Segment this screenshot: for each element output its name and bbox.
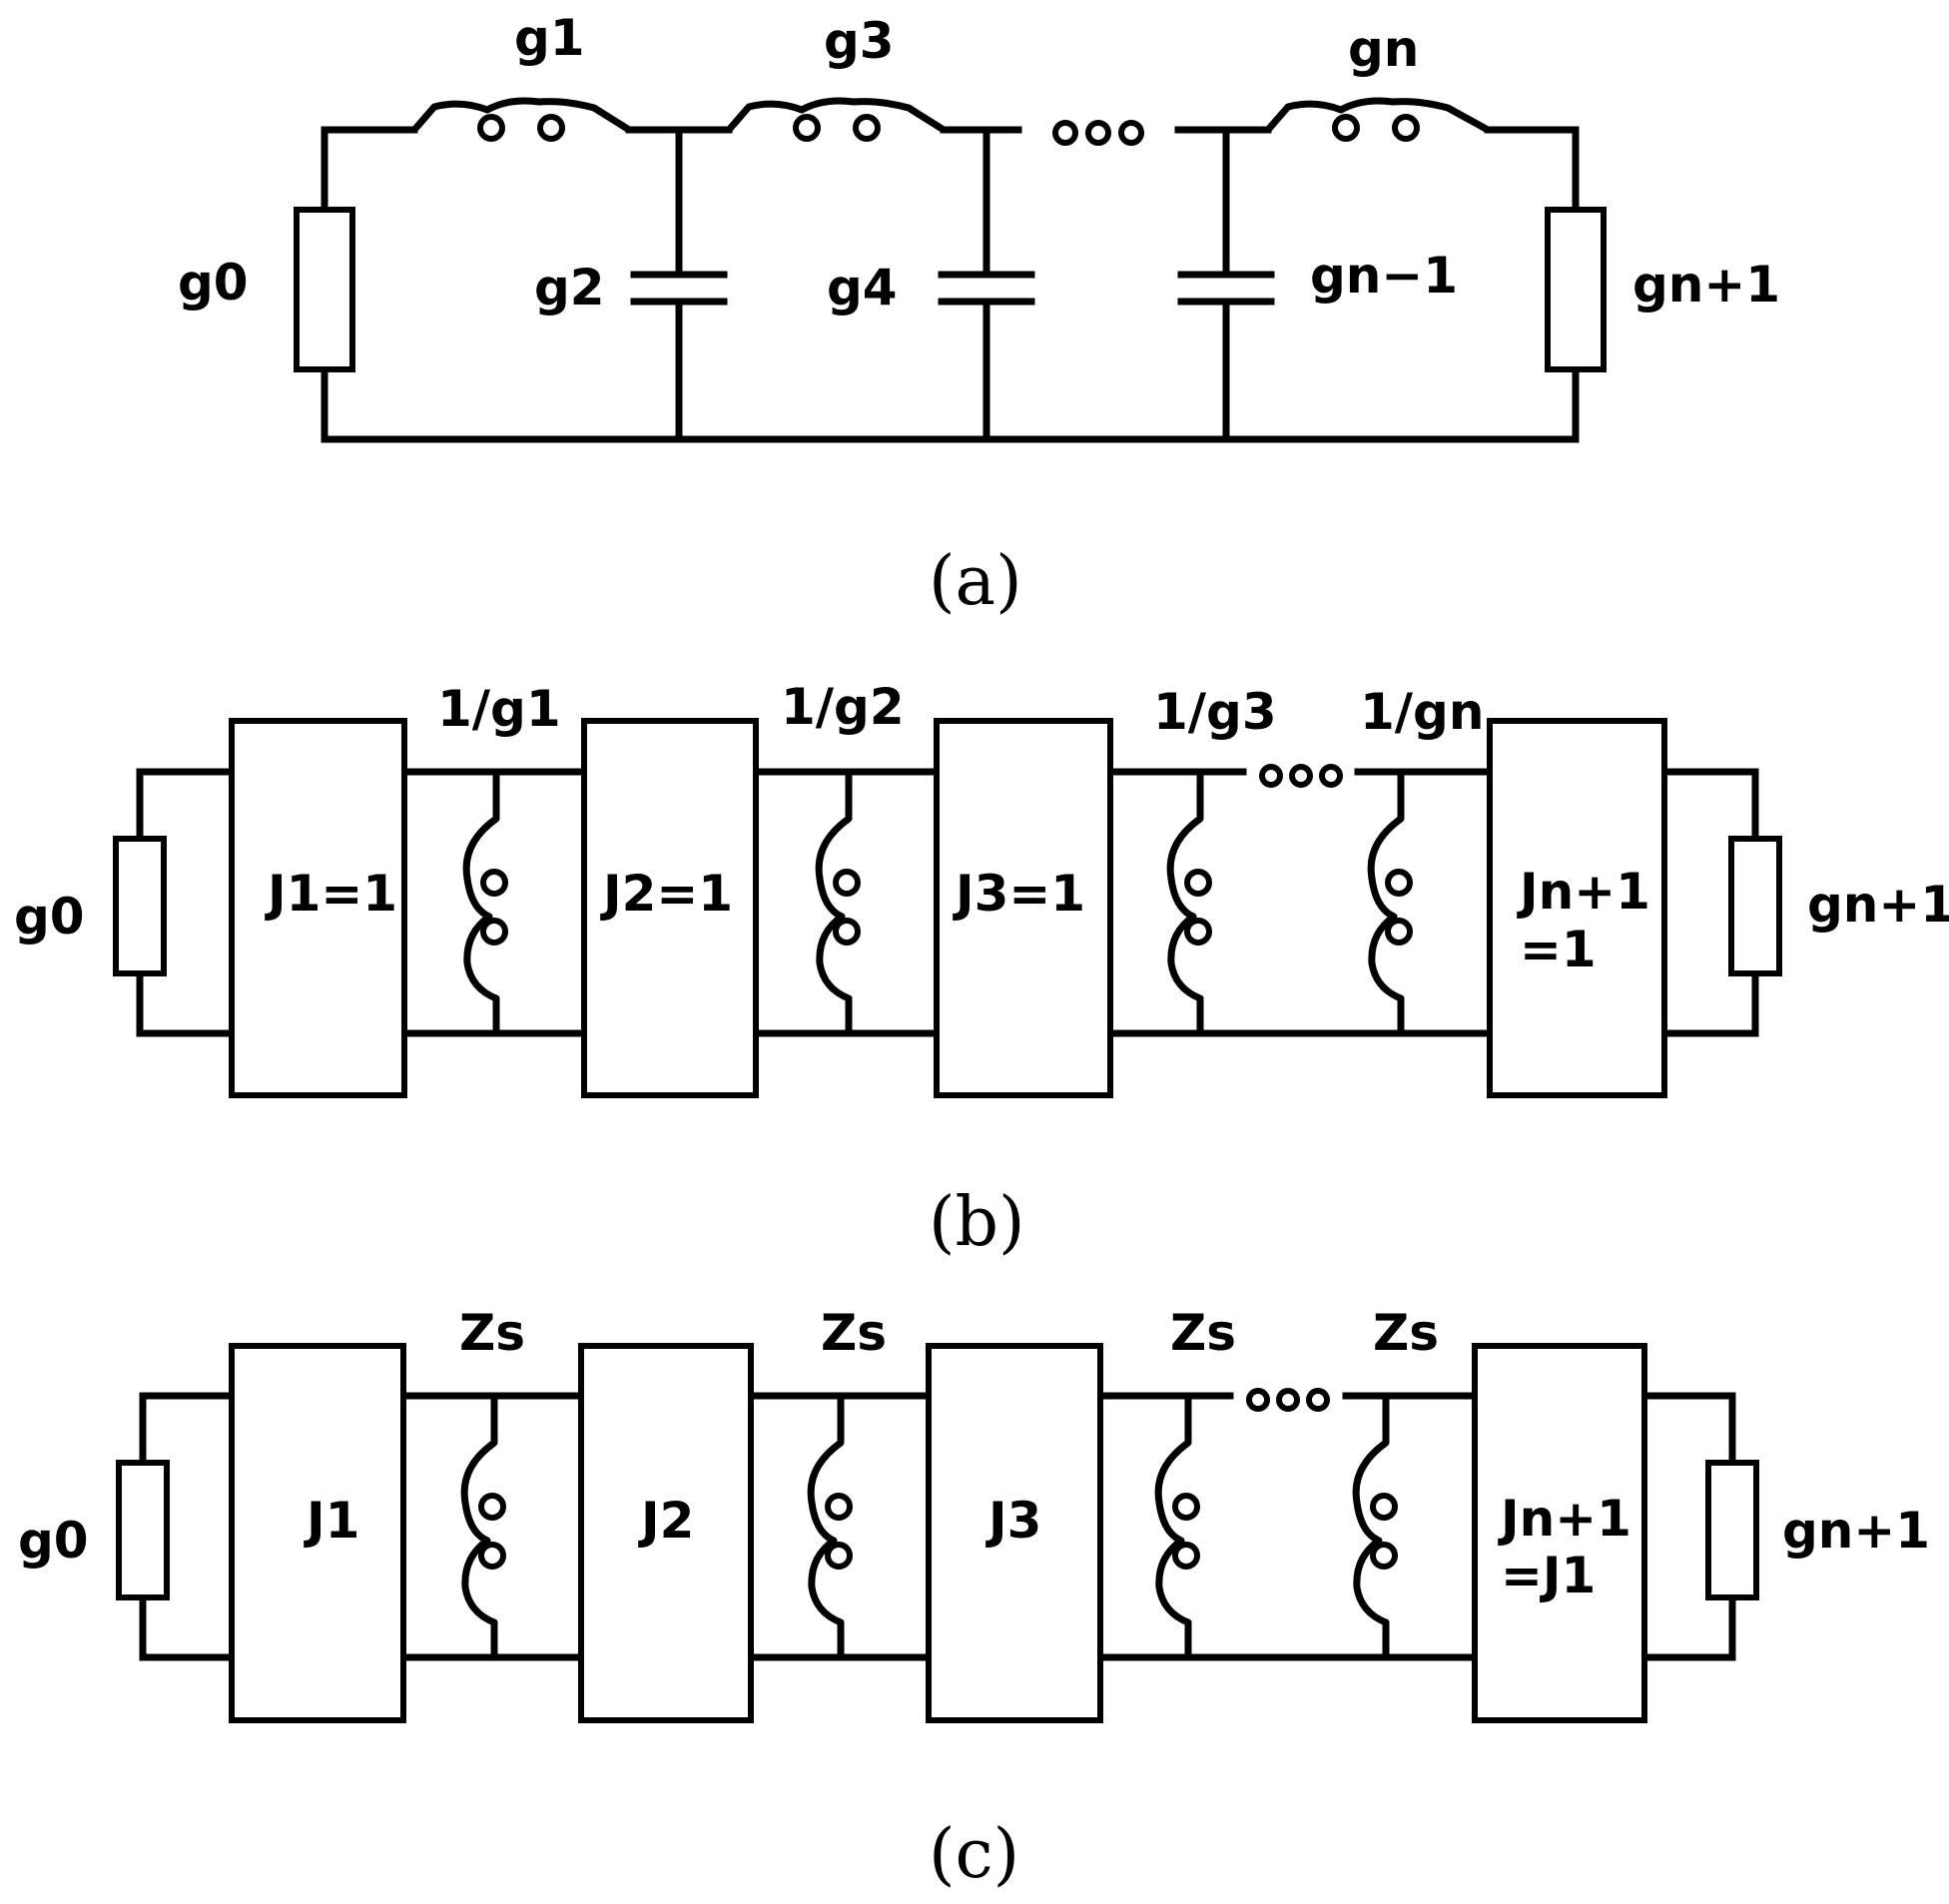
panel-b-inverter-prototype: g0 gn+1 1/g1 1/g2 1/g3 1/gn J1=1 J2=1 J3… (14, 678, 1949, 1262)
caption-b: (b) (929, 1183, 1025, 1262)
label-1-g3: 1/g3 (1153, 683, 1277, 741)
resistor-gn1-c-icon (1705, 1460, 1759, 1600)
label-j1: J1 (304, 1492, 359, 1550)
resistor-g0-b-icon (113, 836, 167, 976)
label-j1-eq-1: J1=1 (265, 865, 397, 923)
ellipsis-dots-c-icon (1246, 1388, 1330, 1412)
label-1-g1: 1/g1 (437, 680, 561, 738)
caption-c: (c) (929, 1815, 1019, 1894)
label-1-g2: 1/g2 (781, 678, 905, 736)
resistor-g0-icon (294, 207, 355, 372)
label-j3: J3 (985, 1492, 1041, 1550)
inductor-gn-icon (1264, 97, 1492, 142)
label-g0: g0 (178, 254, 249, 312)
shunt-inductor-b1-icon (462, 768, 508, 1037)
resistor-g0-c-icon (116, 1460, 170, 1600)
panel-c-left-wire (139, 1392, 236, 1661)
panel-b-wire-3 (1106, 768, 1494, 1037)
label-j3-eq-1: J3=1 (953, 865, 1085, 923)
label-j2: J2 (638, 1492, 694, 1550)
label-g2: g2 (534, 259, 605, 317)
panel-a-lowpass-prototype: g0 g1 g2 g3 g4 gn gn−1 gn+1 (a) (178, 9, 1780, 621)
shunt-inductor-c2-icon (807, 1392, 853, 1661)
label-g3: g3 (824, 12, 895, 70)
label-zs-2: Zs (821, 1304, 887, 1362)
panel-c-right-wire (1640, 1392, 1736, 1661)
label-gn-plus-1-c: gn+1 (1782, 1502, 1930, 1560)
label-1-gn: 1/gn (1360, 683, 1484, 741)
label-gn: gn (1348, 20, 1419, 78)
shunt-inductor-b2-icon (815, 768, 861, 1037)
capacitor-gn-1-icon (1177, 271, 1275, 306)
label-g1: g1 (514, 9, 585, 67)
label-gn-plus-1-b: gn+1 (1807, 876, 1949, 934)
inverter-box-j2 (581, 718, 759, 1098)
shunt-inductor-c1-icon (460, 1392, 506, 1661)
label-zs-3: Zs (1170, 1304, 1236, 1362)
label-g4: g4 (827, 259, 898, 317)
capacitor-g2-icon (630, 271, 728, 306)
panel-c-realized-filter: g0 gn+1 Zs Zs Zs Zs J1 J2 J3 Jn+1 =J1 (c… (18, 1304, 1930, 1894)
inductor-g1-icon (410, 97, 633, 142)
panel-a-outer-wire (321, 126, 1580, 443)
inverter-box-jn1 (1487, 718, 1667, 1098)
resistor-gn1-b-icon (1728, 836, 1782, 976)
ellipsis-dots-icon (1052, 120, 1144, 146)
panel-c-wire-3 (1096, 1392, 1479, 1661)
label-zs-4: Zs (1373, 1304, 1439, 1362)
label-gn-plus-1: gn+1 (1632, 256, 1780, 314)
shunt-inductor-bn-icon (1367, 768, 1413, 1037)
label-jn1-c-line2: =J1 (1501, 1547, 1596, 1604)
inverter-box-j1-c (229, 1343, 406, 1723)
label-zs-1: Zs (459, 1304, 525, 1362)
panel-b-right-wire (1660, 768, 1759, 1037)
inverter-box-j3-c (926, 1343, 1103, 1723)
panel-b-left-wire (136, 768, 236, 1037)
label-jn1-line2: =1 (1520, 921, 1597, 978)
inverter-box-jn1-c (1472, 1343, 1647, 1723)
shunt-inductor-cn-icon (1352, 1392, 1398, 1661)
shunt-inductor-b3-icon (1166, 768, 1212, 1037)
label-jn1-c-line1: Jn+1 (1498, 1490, 1631, 1548)
resistor-gn1-icon (1545, 207, 1607, 372)
ellipsis-dots-b-icon (1259, 764, 1343, 788)
label-j2-eq-1: J2=1 (600, 865, 733, 923)
capacitor-g4-icon (938, 271, 1035, 306)
label-jn1-line1: Jn+1 (1517, 863, 1650, 921)
caption-a: (a) (929, 542, 1022, 621)
shunt-inductor-c3-icon (1154, 1392, 1200, 1661)
inverter-box-j1 (229, 718, 407, 1098)
label-g0-c: g0 (18, 1512, 89, 1570)
label-g0-b: g0 (14, 888, 85, 946)
inductor-g3-icon (725, 97, 948, 142)
inverter-box-j3 (934, 718, 1113, 1098)
label-gn-minus-1: gn−1 (1310, 247, 1458, 305)
inverter-box-j2-c (578, 1343, 754, 1723)
